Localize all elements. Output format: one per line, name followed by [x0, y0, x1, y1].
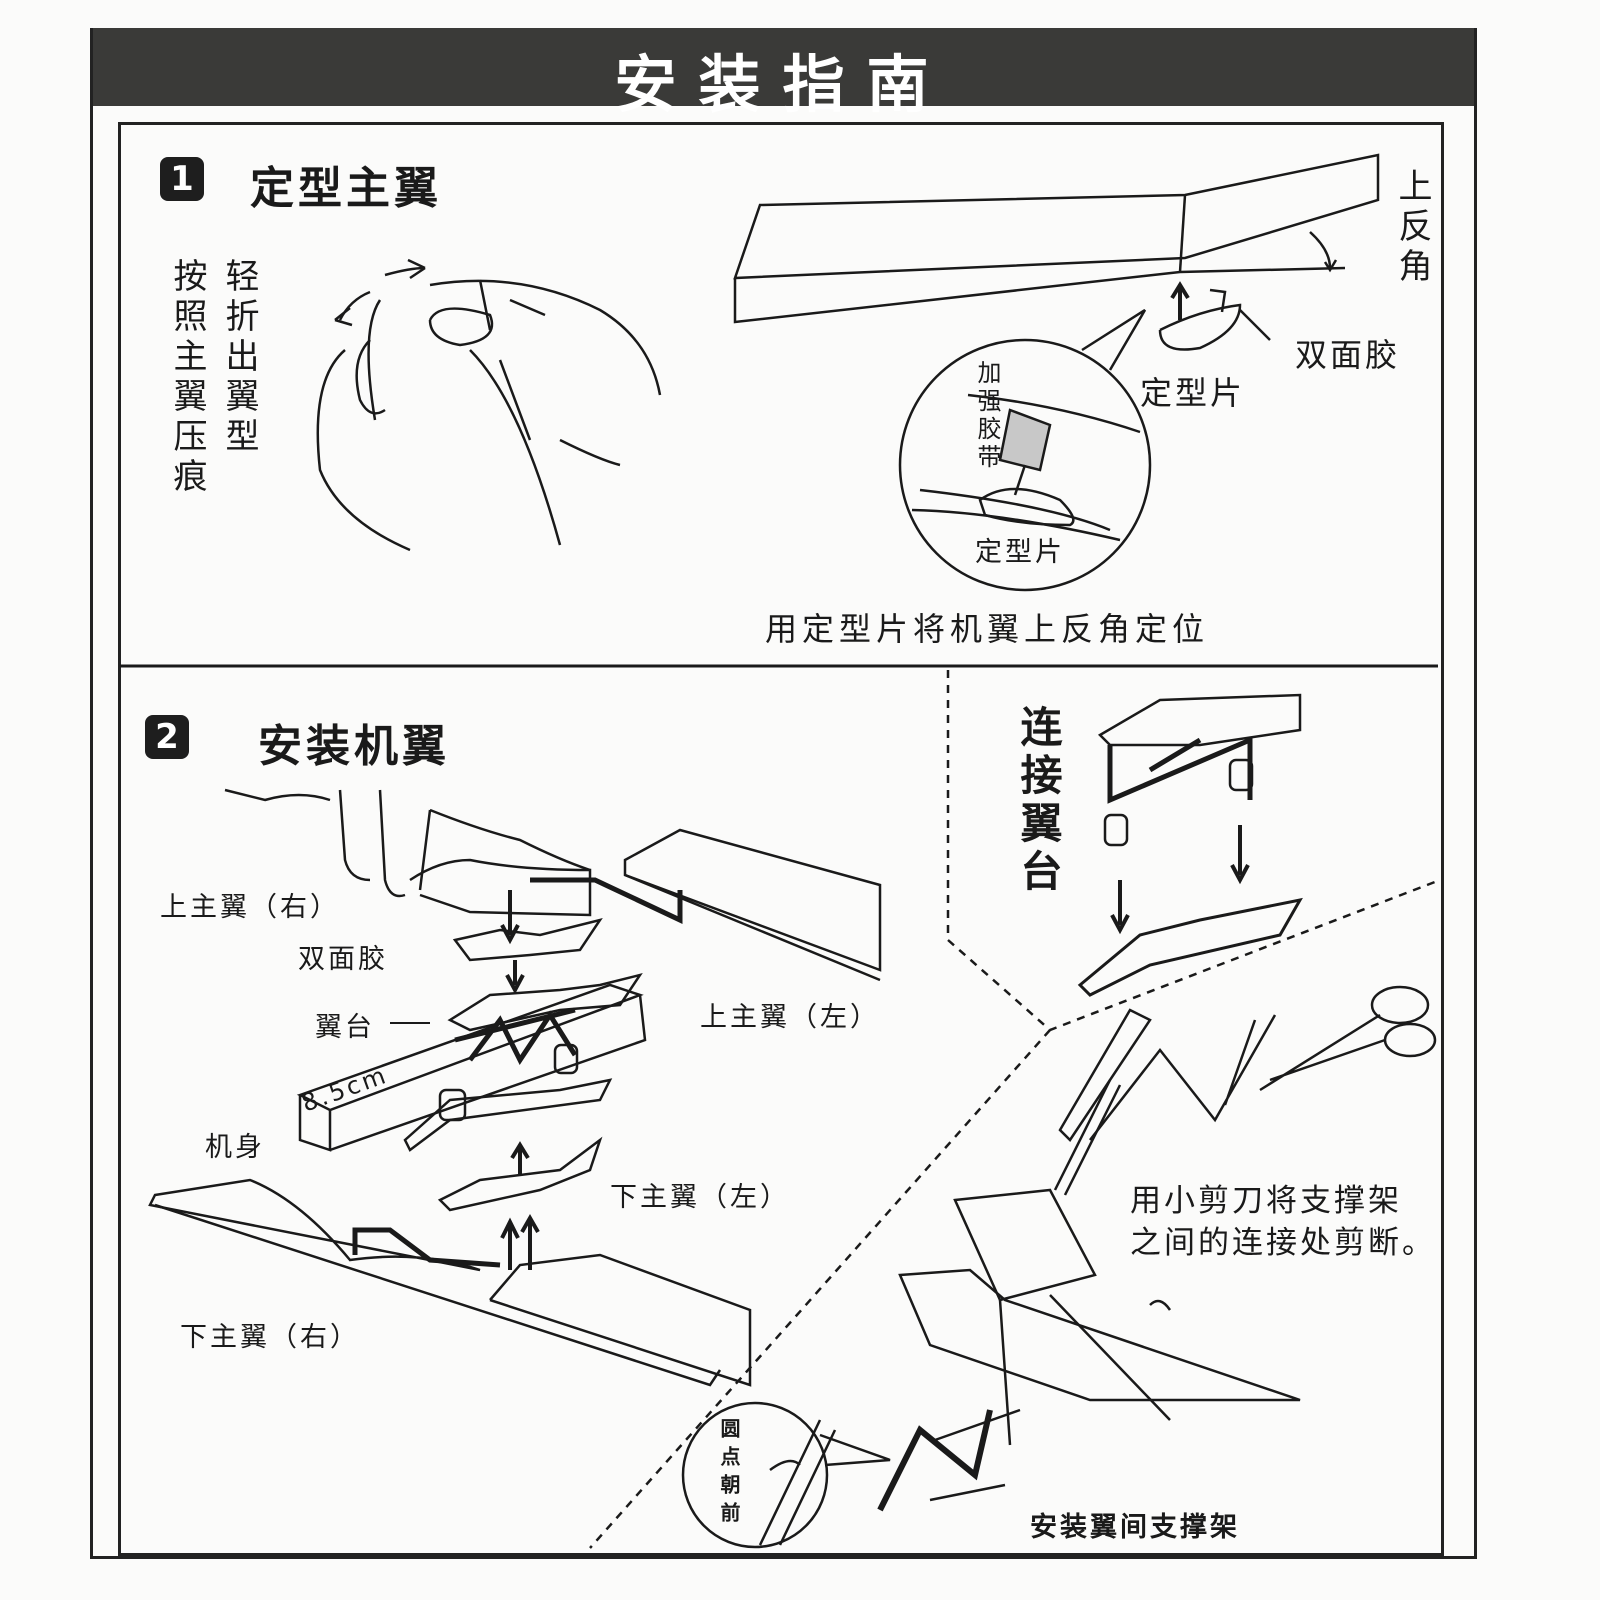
step-1-caption: 用定型片将机翼上反角定位 — [765, 610, 1210, 648]
step-1-badge: 1 — [160, 157, 204, 201]
hand-bending-illustration — [316, 258, 662, 552]
label-double-sided-tape-2: 双面胶 — [298, 944, 388, 975]
label-clip: 定型片 — [1140, 374, 1246, 412]
scissors-cut-illustration — [1053, 985, 1437, 1196]
connect-mount-illustration — [1077, 693, 1303, 997]
inset-label-reinforce-tape: 加强胶带 — [973, 360, 1001, 472]
dashed-divider-lower — [589, 1029, 1051, 1549]
label-double-sided-tape: 双面胶 — [1295, 336, 1401, 374]
label-lower-wing-right: 下主翼（右） — [180, 1322, 360, 1353]
wing-assembly-illustration — [148, 788, 882, 1387]
step-1-instruction-col1: 轻折出翼型 — [219, 258, 259, 458]
strut-caption: 安装翼间支撑架 — [1030, 1512, 1240, 1543]
label-upper-wing-left: 上主翼（左） — [700, 1002, 880, 1033]
label-upper-wing-right: 上主翼（右） — [160, 892, 340, 923]
content-frame — [118, 122, 1444, 1556]
inset-label-clip: 定型片 — [975, 537, 1065, 568]
inset-label-dot-forward: 圆点朝前 — [717, 1418, 741, 1530]
outer-frame — [90, 28, 1477, 1559]
step-2-title: 安装机翼 — [258, 721, 450, 772]
step-1-instruction-col2: 按照主翼压痕 — [167, 258, 207, 498]
label-dihedral: 上反角 — [1392, 168, 1432, 288]
cut-instruction-line1: 用小剪刀将支撑架 — [1130, 1183, 1402, 1219]
wing-dihedral-illustration — [733, 153, 1380, 592]
label-wing-mount: 翼台 — [315, 1012, 375, 1043]
header-bar: 安装指南 — [90, 28, 1475, 121]
inset-magnifier-circle — [898, 338, 1152, 592]
cut-instruction-line2: 之间的连接处剪断。 — [1130, 1225, 1436, 1261]
inset-dot-circle — [681, 1401, 829, 1549]
dashed-divider-upper — [946, 670, 1441, 1032]
strut-install-illustration — [681, 1188, 1301, 1549]
page-title: 安装指南 — [614, 48, 951, 121]
step-1-title: 定型主翼 — [250, 163, 442, 214]
step-2-badge: 2 — [145, 715, 189, 759]
label-fuselage: 机身 — [205, 1132, 265, 1163]
connect-mount-title: 连接翼台 — [1014, 705, 1063, 897]
wing-mount-leader — [390, 1022, 430, 1024]
label-lower-wing-left: 下主翼（左） — [610, 1182, 790, 1213]
